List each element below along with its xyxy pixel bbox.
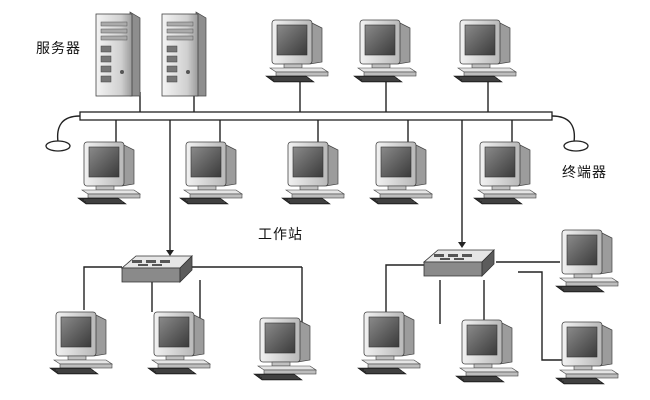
bus-backbone	[79, 111, 553, 121]
workstation-bl-3	[253, 317, 317, 381]
server-1	[95, 11, 141, 97]
hub-right	[423, 249, 495, 277]
workstation-br-1	[357, 311, 421, 375]
workstation-top-2	[353, 19, 417, 83]
workstation-br-2	[455, 319, 519, 383]
terminator-right	[563, 140, 589, 152]
workstation-mid-2	[179, 141, 243, 205]
hub-right-marker	[458, 242, 466, 248]
terminator-left	[45, 140, 71, 152]
workstation-bl-1	[49, 311, 113, 375]
workstation-top-1	[265, 19, 329, 83]
hub-left-marker	[166, 250, 174, 256]
server-2	[161, 11, 207, 97]
workstation-bl-2	[147, 311, 211, 375]
workstation-mid-3	[281, 141, 345, 205]
workstation-label: 工作站	[258, 227, 303, 243]
cables	[56, 82, 576, 361]
terminator-label: 终端器	[562, 165, 607, 181]
hub-left	[121, 255, 193, 283]
workstation-mid-4	[369, 141, 433, 205]
workstation-top-3	[453, 19, 517, 83]
server-label: 服务器	[36, 41, 81, 57]
workstation-br-3	[555, 229, 619, 293]
workstation-br-4	[555, 321, 619, 385]
workstation-mid-5	[473, 141, 537, 205]
workstation-mid-1	[77, 141, 141, 205]
